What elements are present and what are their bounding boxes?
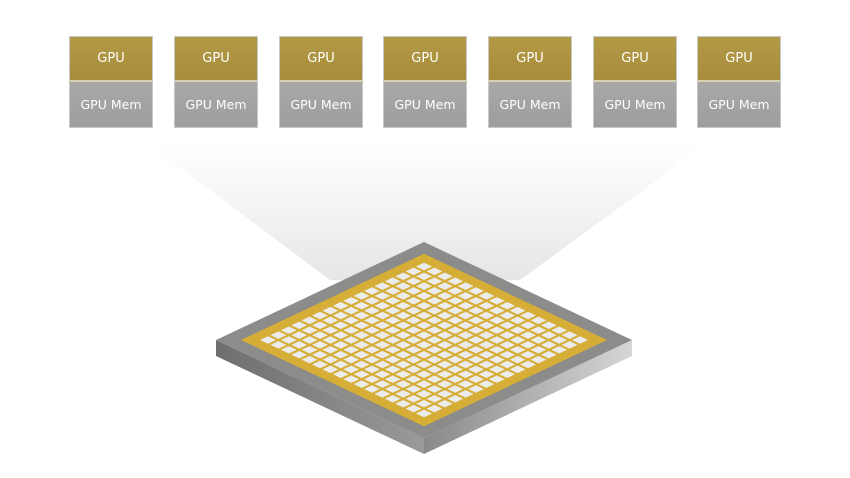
chip-core-tile <box>353 311 370 320</box>
chip-core-tile <box>395 380 412 388</box>
chip-core-tile <box>488 336 505 344</box>
gpu-label: GPU <box>698 37 780 82</box>
chip-core-tile <box>416 380 432 388</box>
gpu-mem-label: GPU Mem <box>384 82 466 127</box>
chip-core-tile <box>405 404 422 413</box>
chip-core-tile <box>447 385 464 393</box>
chip-core-tile <box>530 355 547 364</box>
chip-core-tile <box>301 355 318 364</box>
chip-core-tile <box>457 282 474 290</box>
chip-core-tile <box>426 336 443 344</box>
chip-core-tile <box>416 409 432 418</box>
chip-core-tile <box>426 365 443 374</box>
chip-core-tile <box>405 375 422 383</box>
chip-core-tile <box>457 390 474 398</box>
chip-side-left <box>216 340 424 454</box>
chip-core-tile <box>353 341 370 349</box>
chip-core-tile <box>312 350 328 359</box>
projection-cone <box>150 145 705 280</box>
chip-core-tile <box>353 360 370 369</box>
gpu-label: GPU <box>70 37 152 82</box>
chip-core-tile <box>416 399 432 408</box>
gpu-mem-label: GPU Mem <box>175 82 257 127</box>
gpu-mem-label: GPU Mem <box>489 82 571 127</box>
chip-core-tile <box>561 331 578 339</box>
chip-core-tile <box>530 336 547 344</box>
chip-core-tile <box>353 331 370 339</box>
chip-core-tile <box>509 355 526 364</box>
chip-core-tile <box>374 360 391 369</box>
chip-core-tile <box>405 365 422 374</box>
chip-core-tile <box>478 331 495 339</box>
chip-core-tile <box>416 390 432 398</box>
gpu-label: GPU <box>384 37 466 82</box>
chip-core-tile <box>478 341 495 349</box>
chip-core-tile <box>468 336 484 344</box>
gpu-label: GPU <box>175 37 257 82</box>
chip-core-tile <box>343 336 360 344</box>
chip-core-tile <box>436 380 453 388</box>
chip-core-tile <box>426 404 443 413</box>
chip-core-tile <box>478 311 495 320</box>
chip-core-tile <box>384 385 401 393</box>
chip-core-tile <box>468 287 484 295</box>
chip-core-tile <box>416 262 432 271</box>
chip-core-tile <box>457 360 474 369</box>
chip-core-tile <box>478 360 495 369</box>
chip-core-tile <box>436 311 453 320</box>
chip-core-tile <box>312 331 328 339</box>
chip-core-tile <box>405 385 422 393</box>
gpu-mem-label: GPU Mem <box>698 82 780 127</box>
chip-core-tile <box>301 336 318 344</box>
chip-side-right <box>424 340 632 454</box>
gpu-mem-label: GPU Mem <box>70 82 152 127</box>
chip-core-tile <box>374 380 391 388</box>
chip-core-tile <box>405 336 422 344</box>
chip-core-tile <box>416 341 432 349</box>
chip-core-tile <box>364 385 380 393</box>
chip-core-tile <box>426 385 443 393</box>
chip-core-tile <box>322 355 339 364</box>
chip-core-tile <box>374 282 391 290</box>
gpu-label: GPU <box>280 37 362 82</box>
gpu-label: GPU <box>489 37 571 82</box>
chip-core-tile <box>374 390 391 398</box>
chip-core-tile <box>312 360 328 369</box>
gpu-mem-label: GPU Mem <box>594 82 676 127</box>
chip-core-tile <box>416 360 432 369</box>
chip-core-tile <box>364 287 380 295</box>
gpu-label: GPU <box>594 37 676 82</box>
chip-core-tile <box>364 336 380 344</box>
chip-core-tile <box>457 380 474 388</box>
chip-core-tile <box>426 375 443 383</box>
gpu-mem-label: GPU Mem <box>280 82 362 127</box>
chip-core-tile <box>395 311 412 320</box>
chip-core-tile <box>468 385 484 393</box>
chip-core-tile <box>416 311 432 320</box>
